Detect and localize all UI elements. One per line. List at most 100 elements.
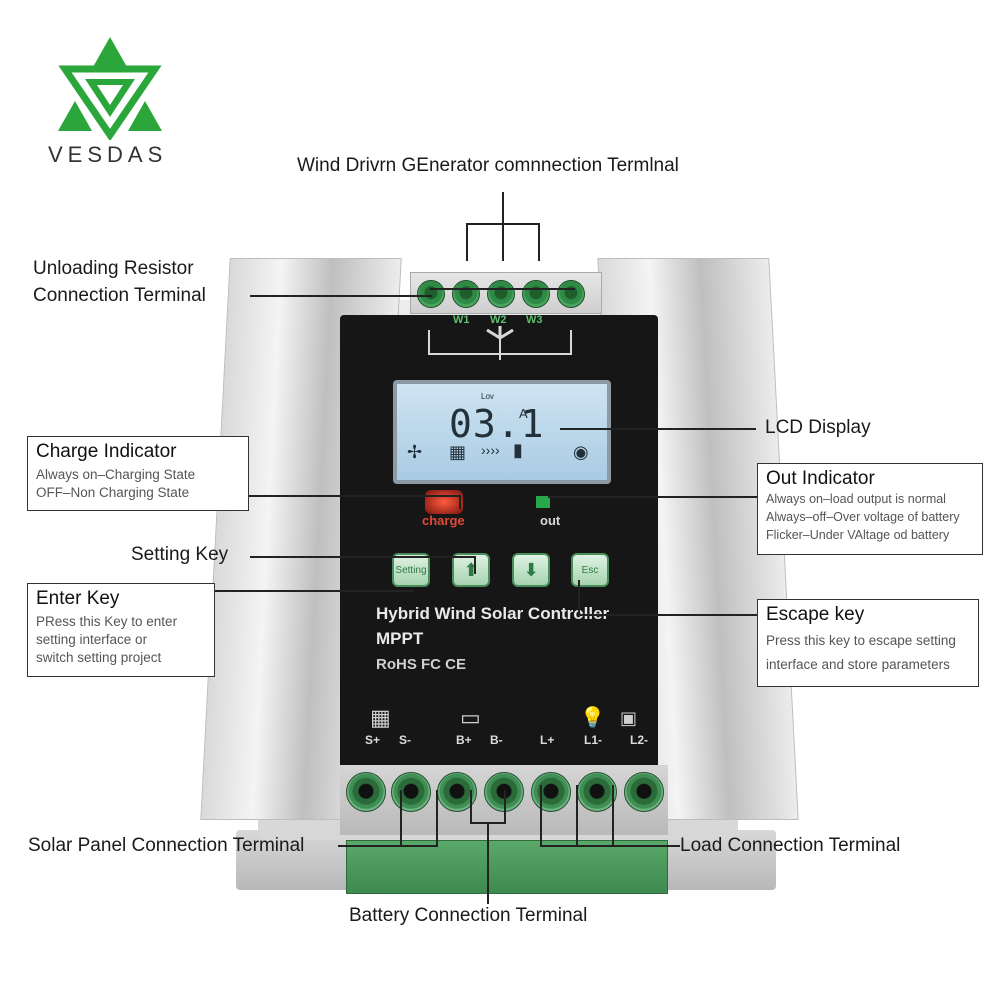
load-line-v2	[576, 785, 578, 845]
solar-line-v2	[436, 790, 438, 846]
lcd-unit: A	[519, 406, 528, 421]
battery-icon: ▭	[460, 705, 481, 730]
esc-button[interactable]: Esc	[571, 553, 609, 587]
out-led	[536, 496, 550, 508]
escape-line-v	[578, 580, 580, 616]
top-terminal-5	[557, 280, 585, 308]
unloading-line-2	[430, 288, 575, 290]
escape-key-box: Escape key Press this key to escape sett…	[757, 599, 979, 687]
out-indicator-line2: Always–off–Over voltage of battery	[766, 510, 960, 524]
out-line	[548, 496, 760, 498]
brand-logo-icon	[58, 37, 162, 142]
wind-label-w1: W1	[453, 314, 470, 326]
load-icon: 💡	[580, 707, 605, 729]
wind-label-w2: W2	[490, 314, 507, 326]
lcd-display-label: LCD Display	[765, 417, 871, 438]
bottom-terminal-1	[346, 772, 386, 812]
escape-key-line2: interface and store parameters	[766, 657, 950, 672]
product-name: Hybrid Wind Solar Controller	[376, 604, 610, 623]
setting-line-v	[474, 556, 476, 574]
product-mppt: MPPT	[376, 629, 424, 648]
unloading-label-1: Unloading Resistor	[33, 258, 194, 279]
solar-panel-icon: ▦	[370, 705, 391, 730]
solar-line-h2	[400, 845, 438, 847]
load-line-v3	[612, 785, 614, 845]
charge-line	[248, 495, 460, 497]
arrow-down-icon: ⬇	[523, 559, 539, 580]
load-line-h	[540, 845, 680, 847]
bottom-terminal-2	[391, 772, 431, 812]
out-indicator-line3: Flicker–Under VAltage od battery	[766, 528, 950, 542]
charge-indicator-title: Charge Indicator	[36, 441, 177, 462]
solar-line-h	[338, 845, 402, 847]
charge-led	[425, 490, 463, 514]
wind-label-w3: W3	[526, 314, 543, 326]
lcd-screen: Lov 03.1 A ✢ ▦ ›››› ▮ ◉	[393, 380, 611, 484]
out-indicator-title: Out Indicator	[766, 468, 875, 489]
escape-key-title: Escape key	[766, 604, 865, 625]
term-label-b-plus: B+	[456, 733, 472, 747]
solar-line-v1	[400, 790, 402, 846]
brand-name: VESDAS	[48, 142, 168, 167]
term-label-l1-minus: L1-	[584, 733, 602, 747]
lcd-wind-icon: ✢	[407, 442, 423, 462]
enter-key-box: Enter Key PRess this Key to enter settin…	[27, 583, 215, 677]
charge-label: charge	[422, 513, 465, 528]
wind-terminal-label: Wind Drivrn GEnerator comnnection Termln…	[297, 155, 679, 176]
load-terminal-label: Load Connection Terminal	[680, 835, 901, 856]
wind-line-w1	[466, 223, 468, 261]
term-label-l2-minus: L2-	[630, 733, 648, 747]
lcd-battery-icon: ▮	[513, 440, 523, 460]
term-label-l-plus: L+	[540, 733, 555, 747]
escape-line	[578, 614, 758, 616]
wind-turbine-icon	[428, 326, 572, 360]
up-button[interactable]: ⬆	[452, 553, 490, 587]
lcd-arrow-icon: ››››	[481, 442, 500, 458]
lcd-solar-icon: ▦	[449, 442, 467, 462]
top-terminal-1	[417, 280, 445, 308]
out-label: out	[540, 513, 561, 528]
out-indicator-line1: Always on–load output is normal	[766, 492, 946, 506]
battery-line-down	[487, 822, 489, 904]
camera-icon: ▣	[620, 708, 638, 728]
term-label-s-minus: S-	[399, 733, 411, 747]
wind-line-vert	[502, 192, 504, 224]
lcd-bulb-icon: ◉	[573, 442, 589, 462]
green-connector-block	[346, 840, 668, 894]
charge-indicator-line1: Always on–Charging State	[36, 467, 196, 482]
term-label-s-plus: S+	[365, 733, 381, 747]
unloading-label-2: Connection Terminal	[33, 285, 206, 306]
bottom-terminal-6	[577, 772, 617, 812]
enter-key-line3: switch setting project	[36, 650, 162, 665]
wind-line-w2	[502, 223, 504, 261]
load-line-v1	[540, 785, 542, 845]
charge-line-v	[459, 495, 461, 509]
term-label-b-minus: B-	[490, 733, 503, 747]
top-terminal-4	[522, 280, 550, 308]
top-terminal-2	[452, 280, 480, 308]
escape-key-line1: Press this key to escape setting	[766, 633, 956, 648]
bottom-terminal-7	[624, 772, 664, 812]
wind-line-w3	[538, 223, 540, 261]
enter-line	[214, 590, 414, 592]
brand-logo	[55, 35, 165, 142]
battery-line-v1	[470, 790, 472, 824]
cert-marks: RoHS FC CE	[376, 656, 466, 673]
charge-indicator-line2: OFF–Non Charging State	[36, 485, 190, 500]
setting-key-label: Setting Key	[131, 544, 229, 565]
unloading-line	[250, 295, 432, 297]
enter-key-line1: PRess this Key to enter	[36, 614, 178, 629]
solar-terminal-label: Solar Panel Connection Terminal	[28, 835, 305, 856]
enter-key-line2: setting interface or	[36, 632, 148, 647]
out-indicator-box: Out Indicator Always on–load output is n…	[757, 463, 983, 555]
setting-button[interactable]: Setting	[392, 553, 430, 587]
top-terminal-3	[487, 280, 515, 308]
lcd-small-text: Lov	[481, 392, 494, 401]
lcd-reading: 03.1	[449, 402, 545, 446]
enter-key-title: Enter Key	[36, 588, 120, 609]
down-button[interactable]: ⬇	[512, 553, 550, 587]
setting-line	[250, 556, 475, 558]
bottom-terminal-5	[531, 772, 571, 812]
arrow-up-icon: ⬆	[463, 559, 479, 580]
battery-terminal-label: Battery Connection Terminal	[349, 905, 588, 926]
